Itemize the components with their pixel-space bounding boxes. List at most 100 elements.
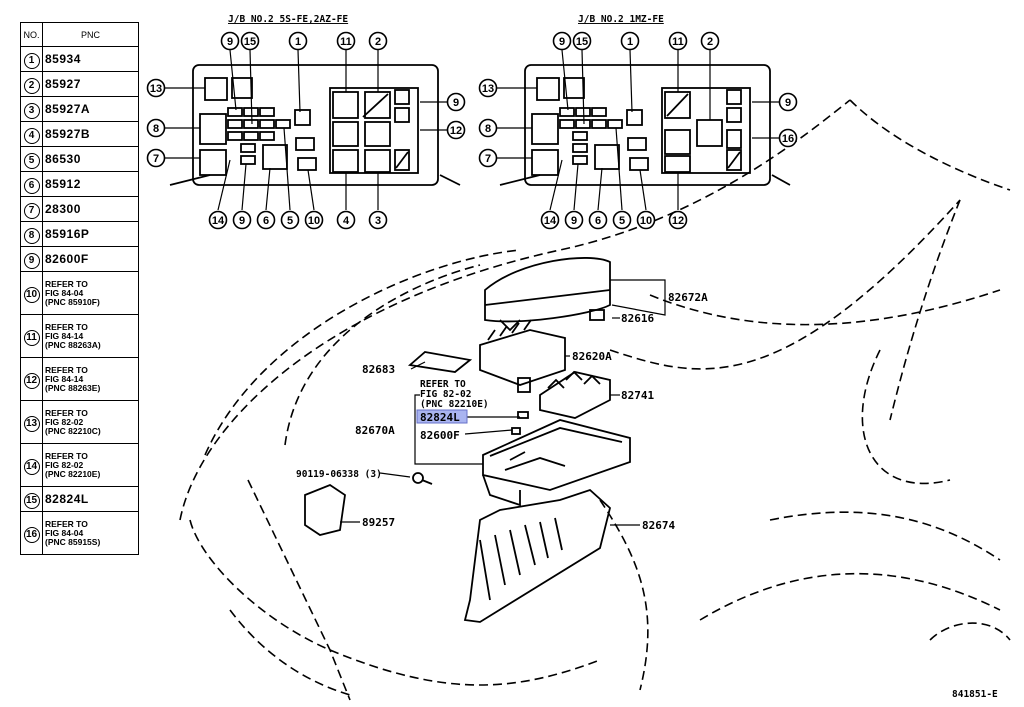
callout-number: 9 bbox=[785, 97, 791, 109]
legend-row-pnc: 85927A bbox=[42, 96, 139, 122]
legend-ref-line: REFER TO bbox=[45, 450, 88, 461]
legend-ref-line: FIG 84-14 bbox=[45, 330, 84, 341]
callout-circle bbox=[540, 210, 560, 230]
callout-circle bbox=[564, 210, 584, 230]
callout-number: 9 bbox=[23, 252, 40, 269]
callout-number: 3 bbox=[375, 215, 381, 227]
legend-row: 3 85927A bbox=[20, 96, 139, 122]
callout-number: 16 bbox=[782, 133, 794, 145]
legend-ref-line: FIG 82-02 bbox=[45, 459, 84, 470]
label-refer-pnc: (PNC 82210E) bbox=[420, 399, 489, 410]
callout-circle bbox=[778, 128, 798, 148]
callout-number: 9 bbox=[453, 97, 459, 109]
callout-number: 5 bbox=[619, 215, 625, 227]
label-82620A: 82620A bbox=[572, 350, 612, 363]
jb-left-title: J/B NO.2 5S-FE,2AZ-FE bbox=[228, 14, 348, 25]
legend-ref-line: REFER TO bbox=[45, 278, 88, 289]
callout-circle bbox=[478, 78, 498, 98]
callout-circle bbox=[240, 31, 260, 51]
callout-circle bbox=[288, 31, 308, 51]
callout-number: 16 bbox=[23, 526, 40, 543]
callout-circle bbox=[668, 31, 688, 51]
legend-ref-line: FIG 84-04 bbox=[45, 287, 84, 298]
callout-number: 10 bbox=[308, 215, 320, 227]
callout-circle bbox=[700, 31, 720, 51]
callout-number: 10 bbox=[640, 215, 652, 227]
legend-ref-line: FIG 84-04 bbox=[45, 527, 84, 538]
callout-number: 8 bbox=[485, 123, 491, 135]
callout-number: 7 bbox=[153, 153, 159, 165]
label-82683: 82683 bbox=[362, 363, 395, 376]
callout-number: 10 bbox=[23, 286, 40, 303]
callout-circle bbox=[280, 210, 300, 230]
label-refer-fig: FIG 82-02 bbox=[420, 389, 471, 400]
leader-lines bbox=[340, 279, 666, 526]
block-cover bbox=[484, 257, 611, 323]
callout-number: 4 bbox=[343, 215, 350, 227]
callout-circle bbox=[146, 118, 166, 138]
relay-block-assembly bbox=[304, 257, 631, 623]
legend-pnc-code: 85927A bbox=[45, 102, 91, 116]
callout-number: 8 bbox=[23, 227, 40, 244]
callout-circle bbox=[588, 210, 608, 230]
callout-number: 1 bbox=[295, 36, 301, 48]
footer-code: 841851-E bbox=[952, 689, 998, 700]
callout-number: 15 bbox=[23, 492, 40, 509]
callout-circle bbox=[612, 210, 632, 230]
callout-circle bbox=[336, 210, 356, 230]
callout-number: 7 bbox=[485, 153, 491, 165]
label-82741: 82741 bbox=[621, 389, 654, 402]
label-89257: 89257 bbox=[362, 516, 395, 529]
callout-number: 9 bbox=[239, 215, 245, 227]
legend-row-number: 10 bbox=[20, 271, 43, 315]
callout-number: 5 bbox=[287, 215, 293, 227]
jb-right-title: J/B NO.2 1MZ-FE bbox=[578, 14, 664, 25]
callout-circle bbox=[304, 210, 324, 230]
legend-pnc-code: 82600F bbox=[45, 252, 89, 266]
callout-circle bbox=[256, 210, 276, 230]
legend-row-pnc: 28300 bbox=[42, 196, 139, 222]
relay-block bbox=[479, 329, 566, 386]
legend-pnc-code: 86530 bbox=[45, 152, 81, 166]
callout-circle bbox=[668, 210, 688, 230]
callout-number: 13 bbox=[150, 83, 162, 95]
callout-number: 9 bbox=[559, 36, 565, 48]
callout-circle bbox=[636, 210, 656, 230]
fuse-block bbox=[539, 371, 611, 419]
callout-number: 14 bbox=[23, 458, 40, 475]
legend-ref-line: (PNC 85915S) bbox=[45, 536, 101, 547]
legend-ref-line: (PNC 82210E) bbox=[45, 468, 101, 479]
label-82674: 82674 bbox=[642, 519, 675, 532]
highlight-box bbox=[416, 409, 468, 424]
legend-ref-line: (PNC 88263A) bbox=[45, 339, 101, 350]
callout-circle bbox=[146, 78, 166, 98]
legend-pnc-code: 28300 bbox=[45, 202, 81, 216]
callout-number: 6 bbox=[23, 177, 40, 194]
callout-circle bbox=[778, 92, 798, 112]
callout-number: 12 bbox=[450, 125, 462, 137]
callout-circle bbox=[336, 31, 356, 51]
label-82672A: 82672A bbox=[668, 291, 708, 304]
legend-pnc-code: 82824L bbox=[45, 492, 89, 506]
callout-circle bbox=[478, 148, 498, 168]
callout-number: 14 bbox=[212, 215, 225, 227]
callout-number: 3 bbox=[23, 102, 40, 119]
label-90119: 90119-06338 (3) bbox=[296, 469, 382, 480]
callout-circle bbox=[446, 92, 466, 112]
callout-number: 1 bbox=[627, 36, 633, 48]
legend-ref-line: (PNC 85910F) bbox=[45, 296, 100, 307]
callout-circle bbox=[620, 31, 640, 51]
